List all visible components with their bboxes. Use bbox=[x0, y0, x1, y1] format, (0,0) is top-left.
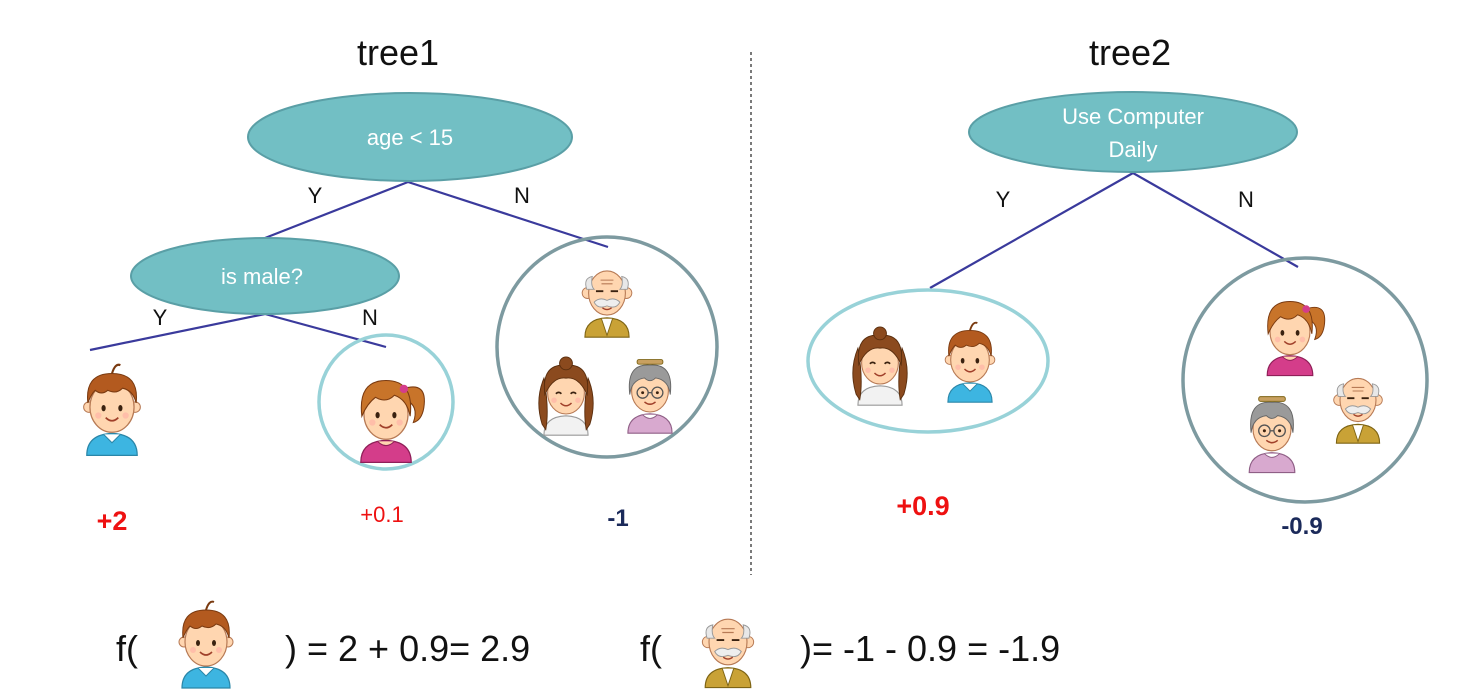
tree1-leaf-elders-circle bbox=[495, 235, 719, 459]
grandma-icon bbox=[1248, 395, 1296, 474]
tree1-root-node bbox=[247, 92, 573, 182]
tree2-root-label-line1: Use Computer bbox=[1062, 104, 1204, 129]
tree1-root-label: age < 15 bbox=[367, 125, 453, 150]
tree1-child-edge-yes bbox=[89, 312, 266, 352]
tree2-leaf-yes-ellipse bbox=[806, 288, 1050, 434]
tree2-root-no-label: N bbox=[1238, 187, 1254, 212]
tree1-title: tree1 bbox=[357, 32, 439, 73]
tree2-edge-yes bbox=[929, 172, 1134, 289]
grandma-icon bbox=[627, 358, 673, 434]
woman-icon bbox=[537, 356, 595, 436]
boy-icon bbox=[944, 321, 996, 404]
boy-icon bbox=[82, 363, 142, 457]
tree1-edge-yes bbox=[264, 180, 409, 240]
tree2-root-node bbox=[968, 91, 1298, 173]
tree2-title: tree2 bbox=[1089, 32, 1171, 73]
grandpa-icon bbox=[1332, 377, 1384, 445]
tree2-edge-no bbox=[1132, 172, 1299, 268]
girl-icon bbox=[1266, 300, 1326, 377]
grandpa-icon bbox=[701, 618, 755, 689]
tree1-child-no-label: N bbox=[362, 305, 378, 330]
tree1-child-yes-label: Y bbox=[153, 305, 168, 330]
tree1-root-no-label: N bbox=[514, 183, 530, 208]
tree2-leaf-no-circle bbox=[1181, 256, 1429, 504]
tree2-leaf-no-score: -0.9 bbox=[1281, 513, 1322, 540]
boy-icon bbox=[178, 600, 234, 689]
tree1-edge-no bbox=[407, 180, 609, 249]
formula-grandpa-result: )= -1 - 0.9 = -1.9 bbox=[800, 628, 1060, 669]
formula-boy-result: ) = 2 + 0.9= 2.9 bbox=[285, 628, 530, 669]
tree2-root-label-line2: Daily bbox=[1109, 137, 1158, 162]
girl-icon bbox=[359, 379, 426, 464]
tree1-child-node bbox=[130, 237, 400, 315]
tree1-child-label: is male? bbox=[221, 264, 303, 289]
woman-icon bbox=[851, 326, 909, 406]
tree1-child-edge-no bbox=[264, 312, 387, 349]
formula-grandpa-prefix: f( bbox=[640, 628, 662, 669]
tree1-leaf-boy-score: +2 bbox=[97, 506, 128, 536]
tree1-root-yes-label: Y bbox=[308, 183, 323, 208]
tree1-leaf-girl-score: +0.1 bbox=[360, 502, 403, 527]
tree2-leaf-yes-score: +0.9 bbox=[896, 491, 949, 521]
tree2-root-yes-label: Y bbox=[996, 187, 1011, 212]
formula-boy-prefix: f( bbox=[116, 628, 138, 669]
grandpa-icon bbox=[581, 270, 633, 339]
tree1-leaf-girl-circle bbox=[317, 333, 455, 471]
tree1-leaf-elders-score: -1 bbox=[607, 505, 628, 532]
